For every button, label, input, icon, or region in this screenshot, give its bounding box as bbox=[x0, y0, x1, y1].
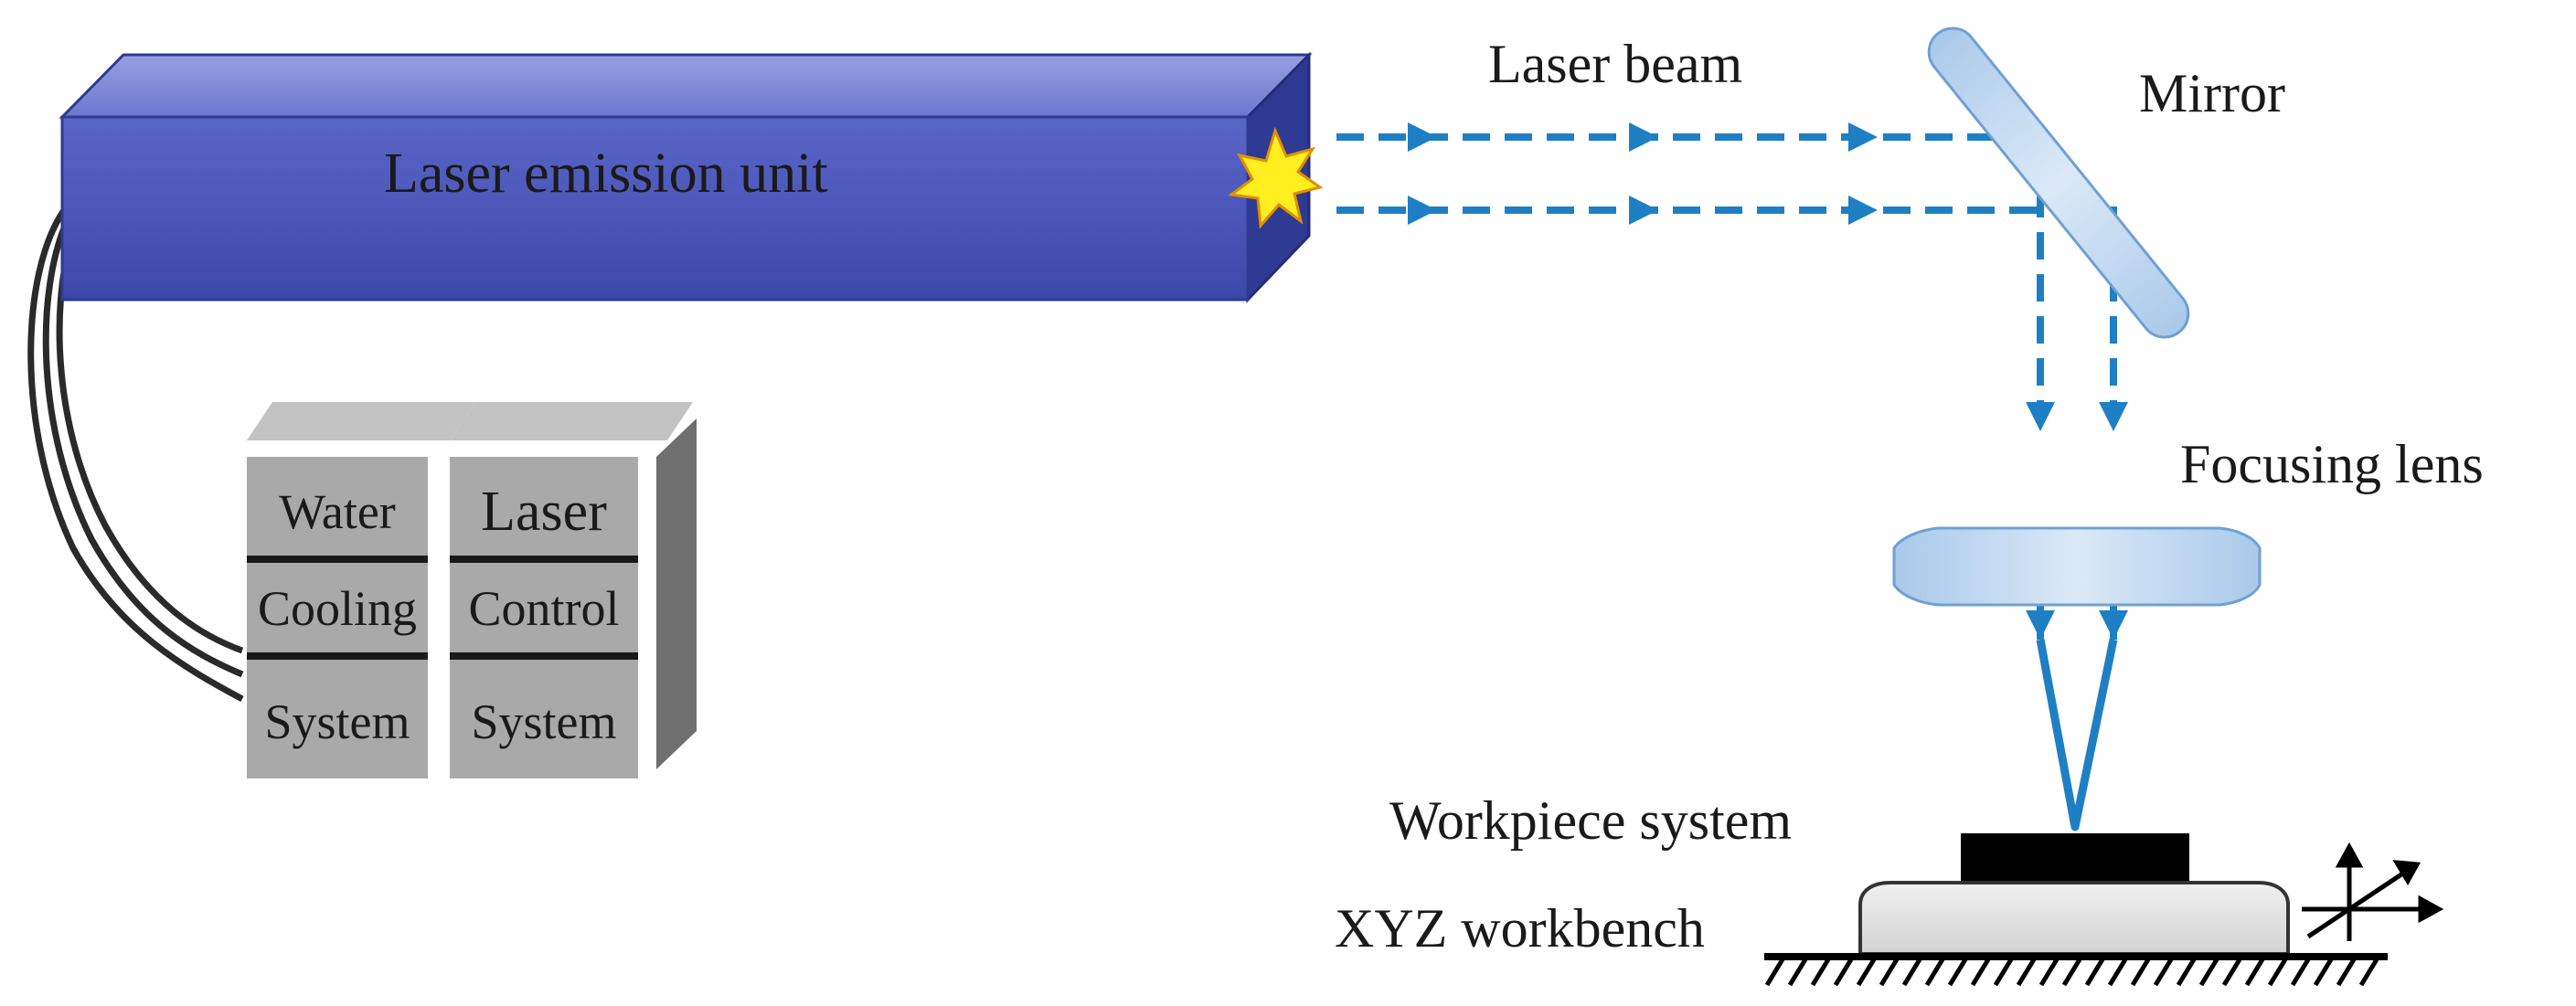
cabinet-top-right bbox=[450, 402, 693, 440]
workpiece-block bbox=[1961, 833, 2189, 883]
xyz-workbench bbox=[1764, 881, 2388, 987]
ground-hatching bbox=[1764, 958, 2379, 987]
water-cooling-line-1: Water bbox=[279, 484, 396, 539]
workpiece-label: Workpiece system bbox=[1389, 790, 1792, 851]
beam-arrow bbox=[1408, 196, 1437, 225]
beam-arrow bbox=[2099, 610, 2128, 640]
cable-2 bbox=[42, 217, 244, 678]
cabinet-top-left bbox=[247, 402, 475, 440]
xyz-axes-icon bbox=[2302, 842, 2444, 941]
laser-control-line-2: Control bbox=[468, 581, 619, 636]
laser-control-line-3: System bbox=[471, 694, 616, 749]
laser-control-box bbox=[450, 457, 638, 778]
unit-front-face bbox=[60, 115, 1250, 302]
cable-1 bbox=[27, 208, 244, 703]
beam-arrow bbox=[1848, 122, 1878, 152]
mirror-plate bbox=[1927, 26, 2190, 339]
focusing-lens-label: Focusing lens bbox=[2180, 434, 2484, 494]
box-dividers bbox=[247, 556, 638, 660]
cabinet-side bbox=[656, 418, 697, 769]
laser-control-line-1: Laser bbox=[481, 481, 607, 543]
beam-arrow bbox=[2099, 402, 2128, 431]
beam-arrow bbox=[1629, 196, 1658, 225]
workbench-body bbox=[1858, 881, 2290, 956]
mirror-label: Mirror bbox=[2139, 63, 2285, 123]
unit-top-face bbox=[59, 53, 1313, 119]
beam-path-upper bbox=[1336, 133, 2044, 416]
beam-arrow bbox=[2026, 402, 2055, 431]
beam-arrow bbox=[1629, 122, 1658, 152]
beam-arrow bbox=[1848, 196, 1878, 225]
unit-label: Laser emission unit bbox=[384, 143, 828, 205]
water-cooling-line-3: System bbox=[264, 694, 410, 749]
beam-arrow bbox=[2026, 610, 2055, 640]
water-cooling-line-2: Cooling bbox=[258, 581, 417, 636]
laser-emission-unit: Laser emission unit bbox=[59, 51, 1313, 303]
cable-3 bbox=[56, 238, 244, 654]
control-cabinet: Water Cooling System Laser Control Syste… bbox=[247, 402, 697, 778]
emission-star-icon bbox=[1228, 126, 1324, 229]
beam-arrowheads bbox=[1408, 122, 2128, 640]
lens-body bbox=[1892, 526, 2262, 607]
focusing-lens bbox=[1892, 526, 2262, 607]
mirror bbox=[1927, 26, 2190, 339]
beam-arrow bbox=[1408, 122, 1437, 152]
focused-beam bbox=[2036, 639, 2118, 831]
water-cooling-box bbox=[247, 457, 428, 778]
laser-beam-label: Laser beam bbox=[1488, 34, 1742, 94]
connection-cables bbox=[27, 208, 244, 703]
workbench-label: XYZ workbench bbox=[1335, 898, 1705, 958]
beam-path-lower bbox=[1336, 206, 2117, 416]
